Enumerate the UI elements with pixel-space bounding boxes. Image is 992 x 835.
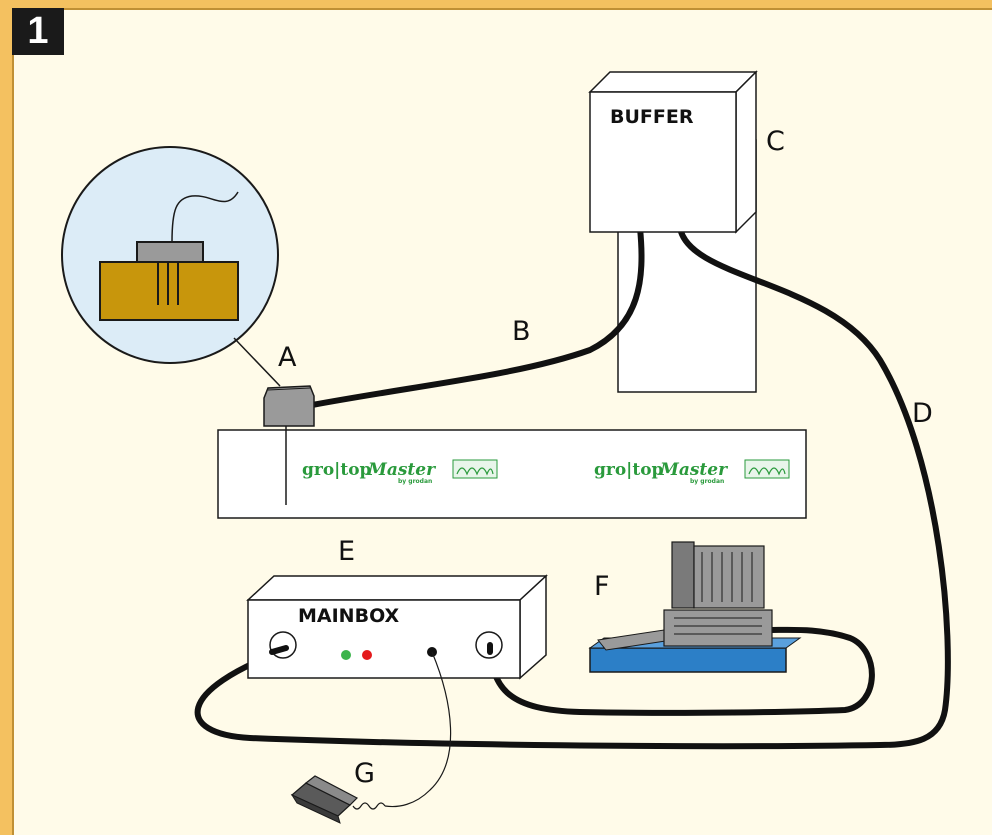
cable-computer (487, 626, 875, 716)
brand-byline: by grodan (690, 478, 724, 485)
mainbox: MAINBOX (246, 574, 548, 680)
buffer-box: BUFFER (588, 70, 758, 234)
label-d: D (912, 398, 933, 429)
label-g: G (354, 758, 375, 789)
computer-f (588, 541, 802, 673)
figure-number: 1 (12, 8, 64, 55)
power-adapter-g (290, 651, 452, 824)
mainbox-label: MAINBOX (298, 605, 400, 627)
cable-b (309, 225, 645, 408)
cable-d (194, 225, 951, 750)
diagram-panel (12, 8, 992, 835)
brand-byline: by grodan (398, 478, 432, 485)
brand-product: Master (659, 460, 728, 480)
label-a: A (278, 342, 297, 373)
brand-product: Master (367, 460, 436, 480)
brand-name: gro|top (302, 460, 372, 480)
led-red (362, 650, 372, 660)
label-f: F (594, 571, 610, 602)
frame-border-left (0, 0, 12, 835)
frame-border-top (0, 0, 992, 8)
slab-brand-2: gro|top Master by grodan (594, 459, 790, 485)
buffer-label: BUFFER (610, 106, 694, 128)
brand-logo-icon (452, 459, 498, 479)
led-green (341, 650, 351, 660)
sensor-a (263, 385, 315, 427)
brand-name: gro|top (594, 460, 664, 480)
slab-brand-1: gro|top Master by grodan (302, 459, 498, 485)
growing-slab (217, 425, 807, 519)
label-e: E (338, 536, 355, 567)
brand-logo-icon (744, 459, 790, 479)
label-c: C (766, 126, 785, 157)
sensor-detail-magnifier (61, 146, 281, 387)
label-b: B (512, 316, 531, 347)
